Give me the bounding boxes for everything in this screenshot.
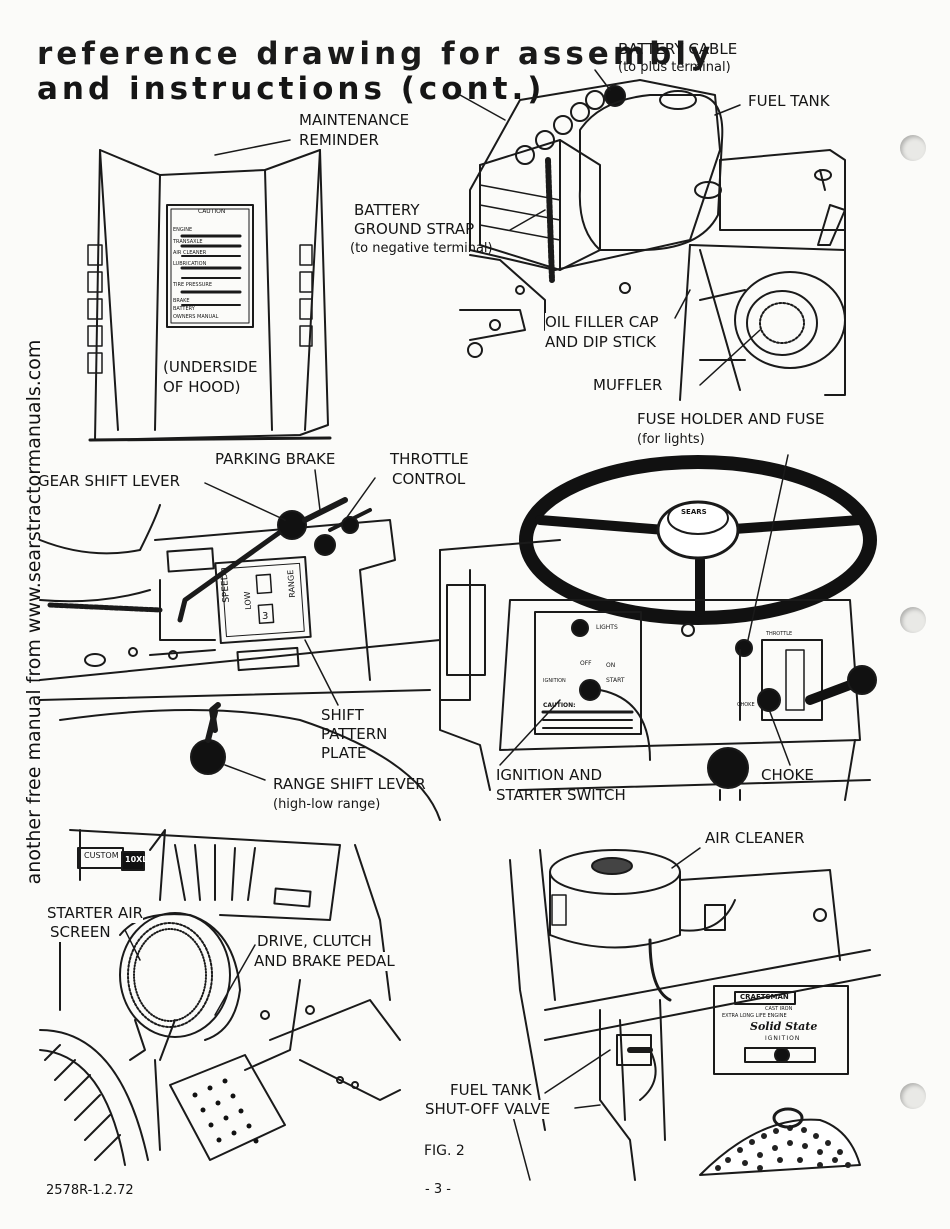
page-number: - 3 - [425, 1182, 451, 1197]
label-starter-2: SCREEN [50, 923, 111, 942]
dash-throttle: THROTTLE [766, 631, 793, 637]
hood-drawing [87, 139, 332, 442]
shift-plate-range: RANGE [286, 569, 297, 598]
engine-plate-line1: CAST IRON [765, 1006, 793, 1012]
label-choke: CHOKE [761, 766, 814, 784]
label-muffler: MUFFLER [593, 376, 663, 395]
decal-row-4: LUBRICATION [173, 261, 207, 267]
footer-code: 2578R-1.2.72 [46, 1183, 134, 1198]
label-maintenance-2: REMINDER [299, 131, 379, 149]
label-ground-strap-note: (to negative terminal) [350, 241, 493, 256]
label-range-note: (high-low range) [273, 797, 381, 812]
label-throttle-1: THROTTLE [390, 450, 469, 468]
shift-plate-number: 3 [262, 611, 269, 622]
label-fuse-holder: FUSE HOLDER AND FUSE [637, 410, 825, 428]
label-ignition-1: IGNITION AND [496, 766, 603, 784]
binder-hole-top [900, 135, 926, 161]
label-battery-cable: BATTERY CABLE [618, 40, 738, 58]
decal-row-8: OWNERS MANUAL [173, 314, 219, 320]
label-ground-strap-2: GROUND STRAP [354, 220, 475, 238]
engine-plate-brand: CRAFTSMAN [740, 993, 789, 1001]
engine-plate-line4: IGNITION [765, 1035, 801, 1042]
side-watermark: another free manual from www.searstracto… [23, 339, 45, 885]
binder-hole-middle [900, 607, 926, 633]
label-oil-filler-2: AND DIP STICK [545, 333, 657, 352]
label-underside-2: OF HOOD) [163, 378, 241, 396]
label-underside-1: (UNDERSIDE [163, 358, 258, 376]
dash-start: START [606, 677, 625, 684]
label-shift-1: SHIFT [321, 706, 364, 724]
badge-model: 10XL [125, 855, 148, 864]
dash-caution: CAUTION: [543, 702, 576, 709]
label-shift-3: PLATE [321, 744, 367, 762]
dash-choke: CHOKE [737, 702, 755, 708]
engine-plate-line3: Solid State [750, 1020, 818, 1033]
page-title-line-1: reference drawing for assembly [37, 36, 715, 72]
dash-off: OFF [580, 660, 592, 667]
decal-row-1: ENGINE [173, 227, 193, 233]
label-fuel-valve-1: FUEL TANK [450, 1081, 532, 1100]
page-title-line-2: and instructions (cont.) [37, 71, 546, 107]
label-ground-strap-1: BATTERY [354, 201, 420, 219]
engine-plate-line2: EXTRA LONG LIFE ENGINE [722, 1013, 787, 1019]
badge-custom: CUSTOM [84, 851, 119, 860]
starter-drawing [39, 829, 401, 1166]
label-maintenance-1: MAINTENANCE [299, 111, 410, 129]
dash-ignition: IGNITION [543, 678, 566, 684]
engine-drawing [459, 69, 846, 401]
label-ignition-2: STARTER SWITCH [496, 786, 626, 804]
label-fuse-note: (for lights) [637, 432, 705, 447]
label-starter-1: STARTER AIR [47, 904, 144, 923]
label-throttle-2: CONTROL [392, 470, 466, 488]
label-fuel-valve-2: SHUT-OFF VALVE [425, 1100, 551, 1119]
decal-row-5: TIRE PRESSURE [173, 282, 213, 288]
label-parking-brake: PARKING BRAKE [215, 450, 336, 468]
label-battery-cable-note: (to plus terminal) [618, 60, 731, 75]
decal-row-6: BRAKE [173, 298, 190, 304]
dash-lights: LIGHTS [596, 624, 618, 631]
dash-on: ON [606, 662, 616, 669]
decal-row-7: BATTERY [173, 306, 195, 312]
label-fuel-tank: FUEL TANK [748, 92, 830, 110]
label-drive-2: AND BRAKE PEDAL [254, 952, 395, 971]
air-cleaner-drawing [509, 847, 881, 1181]
decal-row-2: TRANSAXLE [173, 239, 203, 245]
label-gear-shift: GEAR SHIFT LEVER [38, 472, 181, 490]
label-oil-filler-1: OIL FILLER CAP [545, 313, 659, 332]
binder-hole-bottom [900, 1083, 926, 1109]
horn-badge: SEARS [681, 508, 707, 516]
decal-row-3: AIR CLEANER [173, 250, 207, 256]
figure-caption: FIG. 2 [424, 1143, 465, 1159]
label-range-shift: RANGE SHIFT LEVER [273, 775, 426, 793]
shift-plate-low: LOW [242, 591, 253, 610]
label-drive-1: DRIVE, CLUTCH [257, 932, 372, 951]
shift-area-drawing [39, 469, 441, 821]
label-air-cleaner: AIR CLEANER [705, 829, 805, 847]
label-shift-2: PATTERN [321, 725, 388, 743]
decal-caution: CAUTION [198, 208, 226, 215]
dashboard-drawing [439, 454, 877, 801]
shift-plate-speed: SPEED [219, 572, 232, 603]
